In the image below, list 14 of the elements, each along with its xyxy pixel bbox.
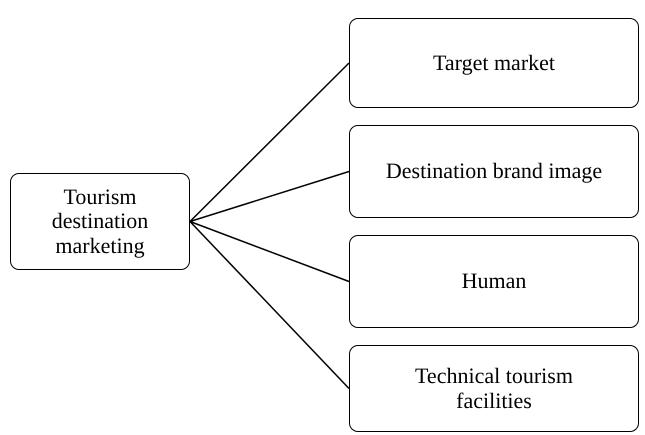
node-text: Tourism destination marketing bbox=[50, 185, 150, 258]
text-box bbox=[349, 18, 639, 108]
connector-line bbox=[189, 220, 350, 390]
node-text: Technical tourism facilities bbox=[414, 364, 574, 413]
text-box bbox=[349, 125, 639, 218]
text-box bbox=[10, 173, 190, 270]
text-box bbox=[349, 235, 639, 328]
connector-line bbox=[190, 220, 350, 282]
node-text: Target market bbox=[432, 50, 556, 76]
node-text: Destination brand image bbox=[386, 159, 602, 184]
text-box bbox=[349, 345, 639, 432]
node-text: Human bbox=[462, 269, 526, 294]
connector-line bbox=[190, 170, 350, 222]
connector-line bbox=[189, 62, 350, 222]
